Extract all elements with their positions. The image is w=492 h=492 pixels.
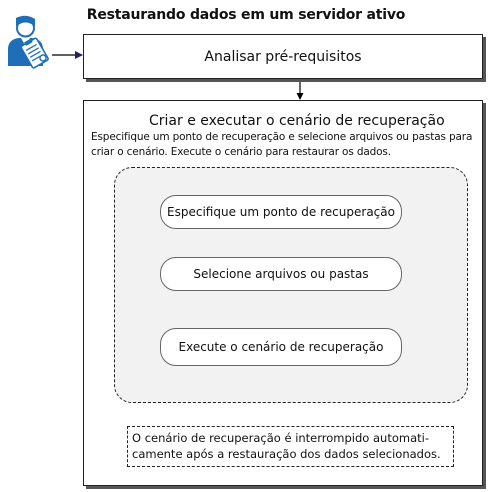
prerequisites-box: Analisar pré-requisitos xyxy=(83,34,483,79)
step-label: Execute o cenário de recuperação xyxy=(178,340,384,354)
main-task-description: Especifique um ponto de recuperação e se… xyxy=(91,131,473,158)
main-task-box: Criar e executar o cenário de recuperaçã… xyxy=(83,100,483,486)
note-box: O cenário de recuperação é interrompido … xyxy=(127,426,454,467)
step-label: Especifique um ponto de recuperação xyxy=(167,205,395,219)
main-task-heading: Criar e executar o cenário de recuperaçã… xyxy=(149,113,445,129)
administrator-with-checklist-icon xyxy=(2,14,52,72)
diagram-title: Restaurando dados em um servidor ativo xyxy=(86,7,406,23)
step-run-recovery-scenario: Execute o cenário de recuperação xyxy=(160,328,402,366)
step-specify-recovery-point: Especifique um ponto de recuperação xyxy=(160,195,402,229)
steps-panel: Especifique um ponto de recuperação Sele… xyxy=(114,167,468,403)
prerequisites-label: Analisar pré-requisitos xyxy=(204,49,362,65)
step-label: Selecione arquivos ou pastas xyxy=(193,267,369,281)
step-select-files-or-folders: Selecione arquivos ou pastas xyxy=(160,257,402,291)
